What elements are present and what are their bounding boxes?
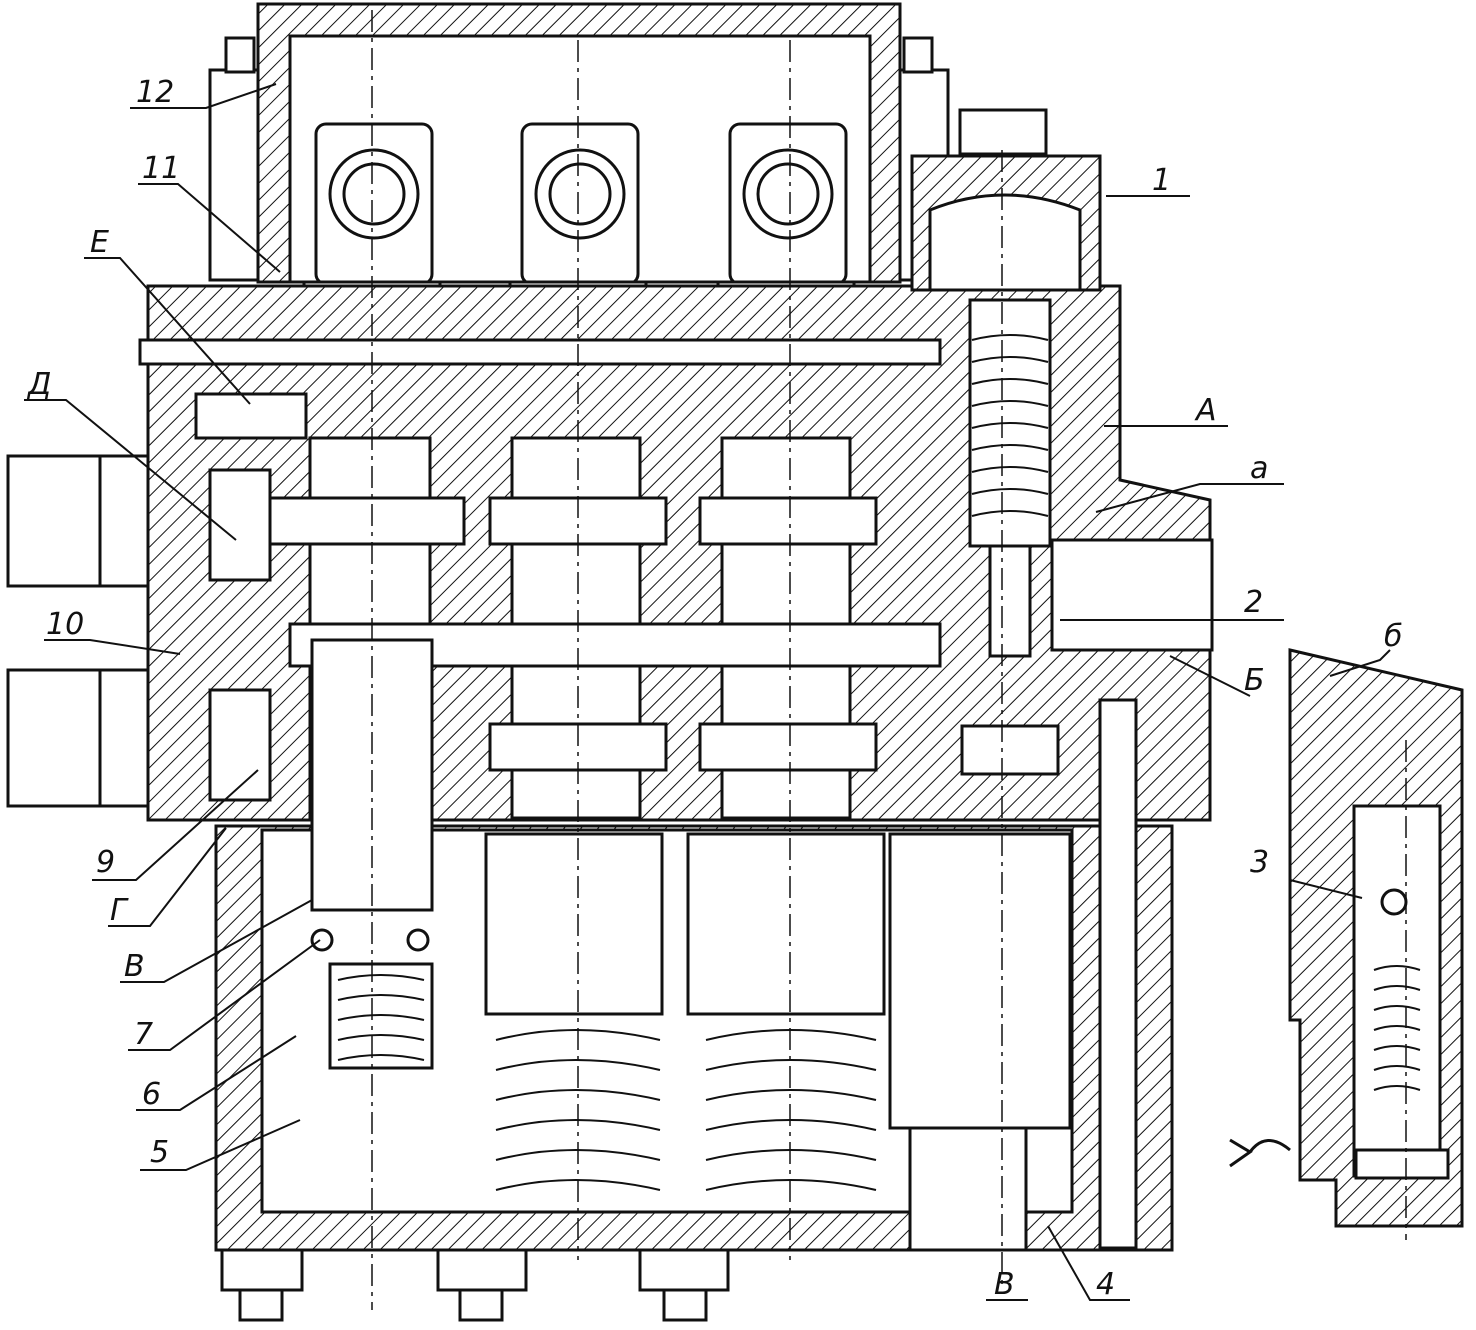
center-lines: [371, 10, 1407, 1310]
label-b-small: б: [1384, 619, 1403, 654]
label-3: 3: [1250, 845, 1269, 880]
label-a: а: [1250, 451, 1268, 486]
label-6: 6: [142, 1077, 161, 1112]
valve-1: [910, 108, 1214, 776]
leader-lines: [24, 83, 1391, 1301]
label-4: 4: [1096, 1267, 1115, 1302]
label-G: Г: [110, 893, 129, 928]
label-11: 11: [142, 151, 180, 186]
label-2: 2: [1244, 585, 1263, 620]
label-A: А: [1194, 393, 1217, 428]
label-1: 1: [1152, 163, 1171, 198]
detail-view: [1229, 648, 1464, 1228]
label-10: 10: [46, 607, 84, 642]
fittings: [6, 454, 272, 808]
label-B-big: Б: [1244, 663, 1265, 698]
label-12: 12: [136, 75, 174, 110]
label-E: Е: [90, 225, 109, 260]
label-D: Д: [26, 367, 51, 402]
label-V-bottom: В: [994, 1267, 1015, 1302]
label-7: 7: [134, 1017, 153, 1052]
label-5: 5: [150, 1135, 169, 1170]
callout-labels: 12 11 Е Д 10 9 Г В 7 6 5 1 А а 2 Б б 3 В…: [26, 75, 1403, 1302]
label-V-left: В: [124, 949, 145, 984]
label-9: 9: [96, 845, 115, 880]
